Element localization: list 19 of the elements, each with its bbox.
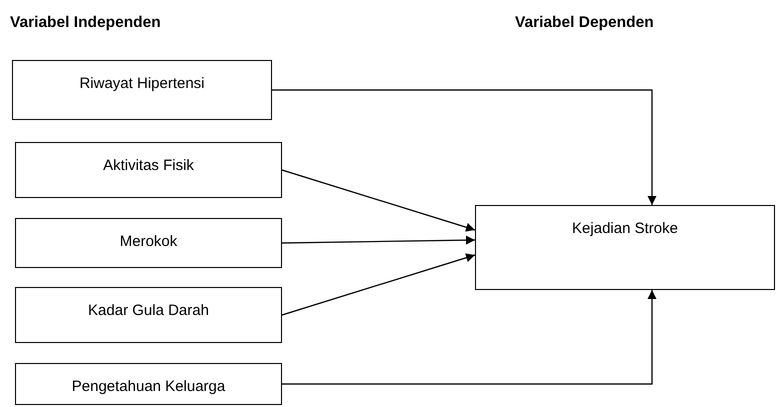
- variable-label: Aktivitas Fisik: [102, 157, 195, 174]
- arrow: [282, 236, 475, 245]
- variable-box: [15, 287, 282, 343]
- variable-label: Pengetahuan Keluarga: [70, 378, 226, 395]
- arrow: [272, 89, 656, 205]
- arrow: [282, 169, 476, 232]
- arrow: [282, 253, 476, 316]
- variable-box: [15, 142, 282, 198]
- variable-box: [15, 218, 282, 268]
- variable-label: Riwayat Hipertensi: [78, 75, 206, 92]
- variable-label: Kadar Gula Darah: [87, 302, 210, 319]
- variable-label: Merokok: [118, 233, 178, 250]
- variable-label: Kejadian Stroke: [571, 220, 679, 237]
- column-heading: Variabel Dependen: [515, 14, 654, 32]
- variable-box: [15, 363, 282, 405]
- column-heading: Variabel Independen: [10, 14, 161, 32]
- variable-box: [12, 60, 272, 120]
- arrow: [282, 290, 656, 385]
- variable-box: [475, 205, 775, 290]
